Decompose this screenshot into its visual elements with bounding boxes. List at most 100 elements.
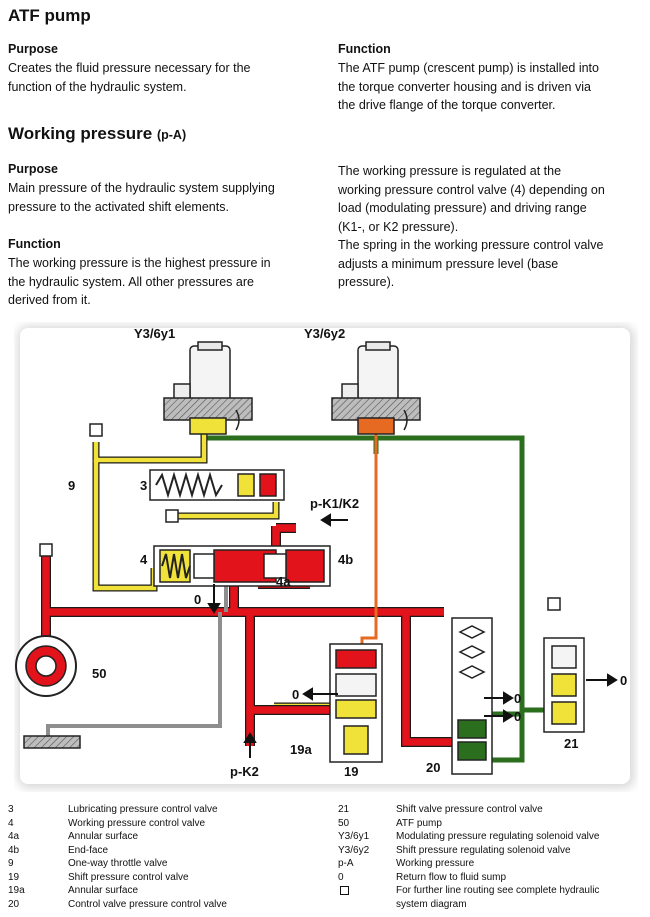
label-20: 20 xyxy=(426,760,440,775)
legend-text: For further line routing see complete hy… xyxy=(396,885,600,896)
legend-square-icon xyxy=(338,884,396,898)
text-line: Creates the fluid pressure necessary for… xyxy=(8,61,251,75)
legend-code: 19 xyxy=(8,872,20,883)
label-p-k1-k2: p-K1/K2 xyxy=(310,496,359,511)
legend-text: ATF pump xyxy=(396,818,442,829)
atf-pump-title: ATF pump xyxy=(8,6,91,25)
legend-text: Shift valve pressure control valve xyxy=(396,804,543,815)
working-pressure-title: Working pressure (p-A) xyxy=(8,124,186,144)
legend-text: Shift pressure regulating solenoid valve xyxy=(396,845,571,856)
label-p-k2: p-K2 xyxy=(230,764,259,779)
legend-code: Y3/6y2 xyxy=(338,845,370,856)
label-0-valve20-upper: 0 xyxy=(514,691,521,706)
atf-function-heading: Function xyxy=(338,42,391,56)
legend-text: Modulating pressure regulating solenoid … xyxy=(396,831,600,842)
label-0-valve19: 0 xyxy=(292,687,299,702)
wp-function-text: The working pressure is the highest pres… xyxy=(8,254,271,310)
legend-code: 0 xyxy=(338,872,344,883)
working-pressure-title-text: Working pressure xyxy=(8,124,153,143)
text-line: load (modulating pressure) and driving r… xyxy=(338,201,587,215)
legend-code: 4a xyxy=(8,831,20,842)
text-line: (K1-, or K2 pressure). xyxy=(338,219,459,234)
solenoid-y2 xyxy=(331,341,421,435)
text-line: the hydraulic system. All other pressure… xyxy=(8,274,254,289)
legend-code: 4 xyxy=(8,818,14,829)
wp-purpose-heading: Purpose xyxy=(8,162,59,176)
text-line: The spring in the working pressure contr… xyxy=(338,238,604,252)
legend-code: 9 xyxy=(8,858,14,869)
label-19: 19 xyxy=(344,764,358,779)
legend-text: Shift pressure control valve xyxy=(68,872,189,883)
legend-row: 19a Annular surface xyxy=(8,884,138,898)
label-4: 4 xyxy=(140,552,148,567)
legend-text: Annular surface xyxy=(68,831,139,842)
label-21: 21 xyxy=(564,736,578,751)
legend-row: 9 One-way throttle valve xyxy=(8,857,168,871)
text-line: The working pressure is the highest pres… xyxy=(8,256,271,270)
legend-row: 50 ATF pump xyxy=(338,817,442,831)
text-line: Main pressure of the hydraulic system su… xyxy=(8,181,275,195)
legend-text: Working pressure xyxy=(396,858,475,869)
text-line: pressure to the activated shift elements… xyxy=(8,199,229,214)
atf-purpose-heading: Purpose xyxy=(8,42,59,56)
legend-code: p-A xyxy=(338,858,354,869)
legend-row: p-A Working pressure xyxy=(338,857,474,871)
text-line: the drive flange of the torque converter… xyxy=(338,98,556,112)
legend-text: Working pressure control valve xyxy=(68,818,206,829)
text-line: The ATF pump (crescent pump) is installe… xyxy=(338,61,599,75)
legend-row: 0 Return flow to fluid sump xyxy=(338,871,506,885)
text-line: adjusts a minimum pressure level (base xyxy=(338,256,559,271)
label-y3-6y1: Y3/6y1 xyxy=(134,326,175,341)
text-line: the torque converter housing and is driv… xyxy=(338,79,591,94)
legend-code: 21 xyxy=(338,804,350,815)
hydraulic-diagram: Y3/6y1 Y3/6y2 9 3 4 4a 4b p-K1/K2 0 50 0… xyxy=(15,326,634,788)
solenoid-y1 xyxy=(163,341,253,435)
label-y3-6y2: Y3/6y2 xyxy=(304,326,345,341)
atf-function-text: The ATF pump (crescent pump) is installe… xyxy=(338,59,599,115)
valve-19 xyxy=(329,643,383,763)
legend-text: One-way throttle valve xyxy=(68,858,168,869)
label-4b: 4b xyxy=(338,552,353,567)
legend-text: system diagram xyxy=(396,899,467,910)
label-0-valve21: 0 xyxy=(620,673,627,688)
label-0-valve4: 0 xyxy=(194,592,201,607)
valve-20 xyxy=(451,617,493,775)
label-3: 3 xyxy=(140,478,147,493)
legend-code: 50 xyxy=(338,818,350,829)
legend-row: 21 Shift valve pressure control valve xyxy=(338,803,543,817)
atf-pump-50 xyxy=(15,635,81,749)
label-50: 50 xyxy=(92,666,106,681)
label-19a: 19a xyxy=(290,742,312,757)
legend-row: Y3/6y1 Modulating pressure regulating sol… xyxy=(338,830,599,844)
wp-function-heading: Function xyxy=(8,237,61,251)
valve-4 xyxy=(153,545,331,587)
legend-code: Y3/6y1 xyxy=(338,831,370,842)
text-line: The working pressure is regulated at the xyxy=(338,164,562,178)
legend-row: For further line routing see complete hy… xyxy=(338,884,599,898)
legend-row: 4 Working pressure control valve xyxy=(8,817,205,831)
legend-text: Return flow to fluid sump xyxy=(396,872,507,883)
legend-code: 20 xyxy=(8,899,20,910)
legend-text: Lubricating pressure control valve xyxy=(68,804,218,815)
wp-right-text: The working pressure is regulated at the… xyxy=(338,162,605,292)
text-line: working pressure control valve (4) depen… xyxy=(338,182,605,197)
legend-code: 3 xyxy=(8,804,14,815)
legend-row: Y3/6y2 Shift pressure regulating solenoid… xyxy=(338,844,571,858)
legend-code: 19a xyxy=(8,885,25,896)
working-pressure-title-suffix: (p-A) xyxy=(156,128,187,142)
label-0-valve20-lower: 0 xyxy=(514,709,521,724)
valve-21 xyxy=(543,637,585,733)
atf-purpose-text: Creates the fluid pressure necessary for… xyxy=(8,59,250,96)
legend-row: 19 Shift pressure control valve xyxy=(8,871,189,885)
legend-row: system diagram xyxy=(338,898,467,912)
legend-code: 4b xyxy=(8,845,20,856)
valve-3 xyxy=(149,469,285,501)
legend-row: 3 Lubricating pressure control valve xyxy=(8,803,218,817)
legend-text: Annular surface xyxy=(68,885,139,896)
reference-squares xyxy=(39,423,561,611)
text-line: function of the hydraulic system. xyxy=(8,79,187,94)
flow-arrows xyxy=(207,513,618,758)
label-4a: 4a xyxy=(276,574,291,589)
